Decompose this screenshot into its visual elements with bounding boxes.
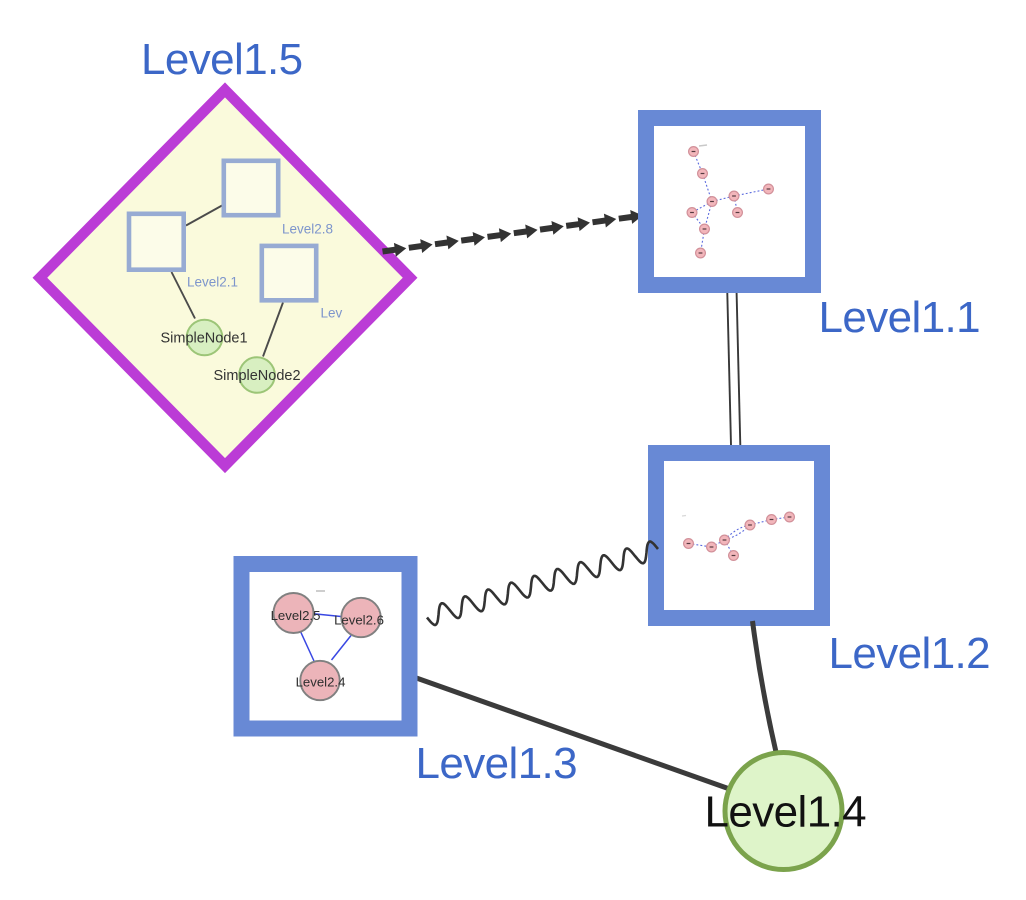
svg-text:Level2.1: Level2.1: [187, 275, 238, 290]
svg-text:Level1.2: Level1.2: [829, 629, 991, 678]
svg-text:SimpleNode1: SimpleNode1: [160, 331, 247, 347]
svg-text:Level2.4: Level2.4: [296, 675, 346, 690]
svg-text:Level1.5: Level1.5: [141, 35, 303, 84]
svg-text:Level1.4: Level1.4: [705, 788, 867, 837]
svg-text:Level2.5: Level2.5: [271, 608, 321, 623]
svg-text:Level2.6: Level2.6: [334, 613, 384, 628]
svg-text:Level1.1: Level1.1: [819, 293, 981, 342]
svg-text:SimpleNode2: SimpleNode2: [213, 368, 300, 384]
svg-text:Level1.3: Level1.3: [416, 739, 578, 788]
svg-text:Lev: Lev: [321, 306, 343, 321]
svg-text:Level2.8: Level2.8: [282, 222, 333, 237]
